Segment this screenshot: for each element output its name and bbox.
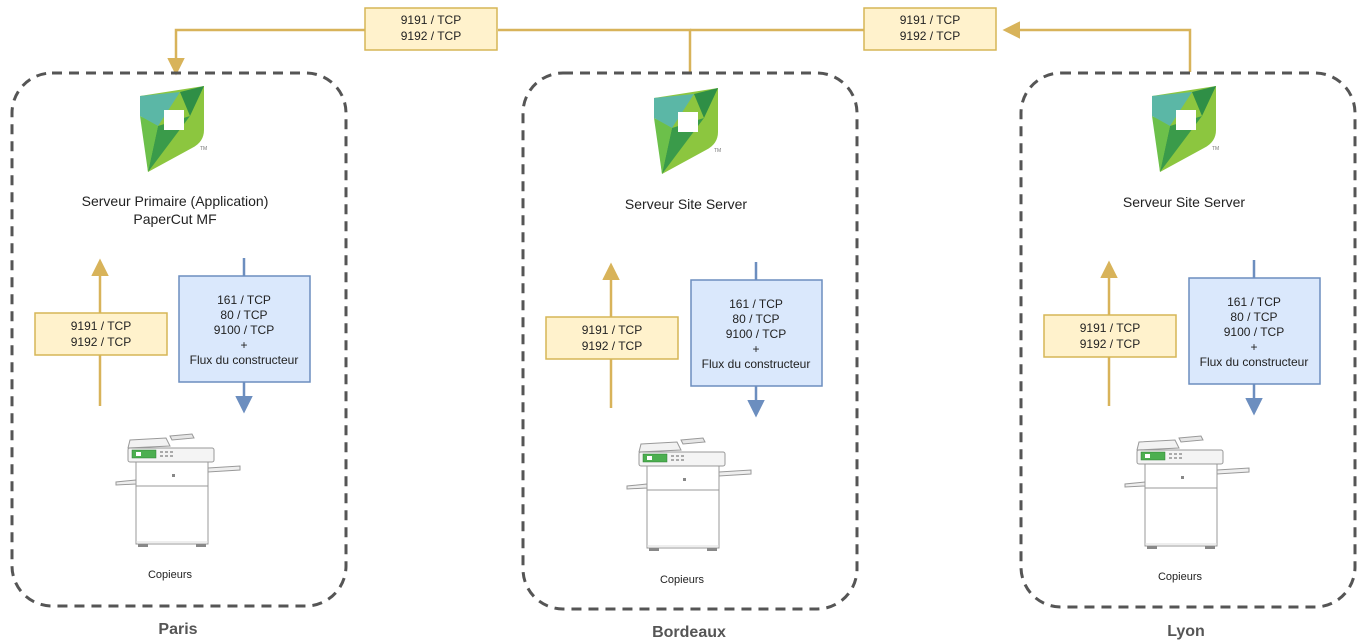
downstream-plus: +	[240, 338, 247, 352]
copier-label: Copieurs	[1158, 571, 1203, 583]
downstream-port-box	[1188, 277, 1321, 385]
site-border	[521, 71, 859, 611]
upstream-port-box	[34, 312, 168, 356]
downstream-port-3: 9100 / TCP	[214, 323, 274, 337]
site-lyon: Serveur Site Server 9191 / TCP 9192 / TC…	[1019, 71, 1357, 640]
downstream-vendor-flow: Flux du constructeur	[190, 353, 299, 367]
papercut-logo-icon	[140, 86, 208, 172]
upstream-port-1: 9191 / TCP	[1080, 321, 1140, 335]
upstream-port-2: 9192 / TCP	[71, 335, 131, 349]
upstream-port-box	[545, 316, 679, 360]
multifunction-printer-icon	[1124, 435, 1250, 550]
downstream-port-box	[690, 279, 823, 387]
downstream-vendor-flow: Flux du constructeur	[1200, 355, 1309, 369]
papercut-logo-icon	[1152, 86, 1220, 172]
city-label: Paris	[158, 621, 197, 638]
server-label-line2: PaperCut MF	[133, 211, 216, 227]
downstream-port-1: 161 / TCP	[1227, 295, 1281, 309]
city-label: Bordeaux	[652, 624, 726, 641]
multifunction-printer-icon	[626, 437, 752, 552]
downstream-port-1: 161 / TCP	[217, 293, 271, 307]
wan-port-2: 9192 / TCP	[900, 29, 960, 43]
wan-link-paris-arrival	[167, 28, 365, 76]
downstream-plus: +	[1250, 340, 1257, 354]
copier-label: Copieurs	[660, 574, 705, 586]
server-label: Serveur Site Server	[625, 196, 747, 212]
downstream-port-3: 9100 / TCP	[726, 327, 786, 341]
server-label: Serveur Primaire (Application)	[82, 193, 269, 209]
wan-connections	[167, 21, 1192, 76]
downstream-port-2: 80 / TCP	[220, 308, 267, 322]
downstream-port-2: 80 / TCP	[1230, 310, 1277, 324]
papercut-logo-icon	[654, 88, 722, 174]
site-border	[10, 71, 348, 608]
downstream-vendor-flow: Flux du constructeur	[702, 357, 811, 371]
downstream-port-box	[178, 275, 311, 383]
upstream-port-box	[1043, 314, 1177, 358]
site-paris: Serveur Primaire (Application) PaperCut …	[10, 71, 348, 638]
copier-label: Copieurs	[148, 569, 193, 581]
upstream-port-1: 9191 / TCP	[582, 323, 642, 337]
site-border	[1019, 71, 1357, 609]
server-label: Serveur Site Server	[1123, 194, 1245, 210]
downstream-port-3: 9100 / TCP	[1224, 325, 1284, 339]
wan-link-bordeaux-to-paris	[498, 28, 692, 72]
downstream-plus: +	[752, 342, 759, 356]
site-bordeaux: Serveur Site Server 9191 / TCP 9192 / TC…	[521, 71, 859, 641]
wan-port-2: 9192 / TCP	[401, 29, 461, 43]
multifunction-printer-icon	[115, 433, 241, 548]
downstream-port-1: 161 / TCP	[729, 297, 783, 311]
upstream-port-2: 9192 / TCP	[1080, 337, 1140, 351]
upstream-port-2: 9192 / TCP	[582, 339, 642, 353]
wan-port-box: 9191 / TCP 9192 / TCP	[364, 7, 498, 51]
downstream-port-2: 80 / TCP	[732, 312, 779, 326]
city-label: Lyon	[1167, 623, 1205, 640]
wan-port-box: 9191 / TCP 9192 / TCP	[863, 7, 997, 51]
wan-port-1: 9191 / TCP	[900, 13, 960, 27]
wan-port-1: 9191 / TCP	[401, 13, 461, 27]
upstream-port-1: 9191 / TCP	[71, 319, 131, 333]
wan-link-lyon-to-bordeaux	[1002, 21, 1192, 72]
